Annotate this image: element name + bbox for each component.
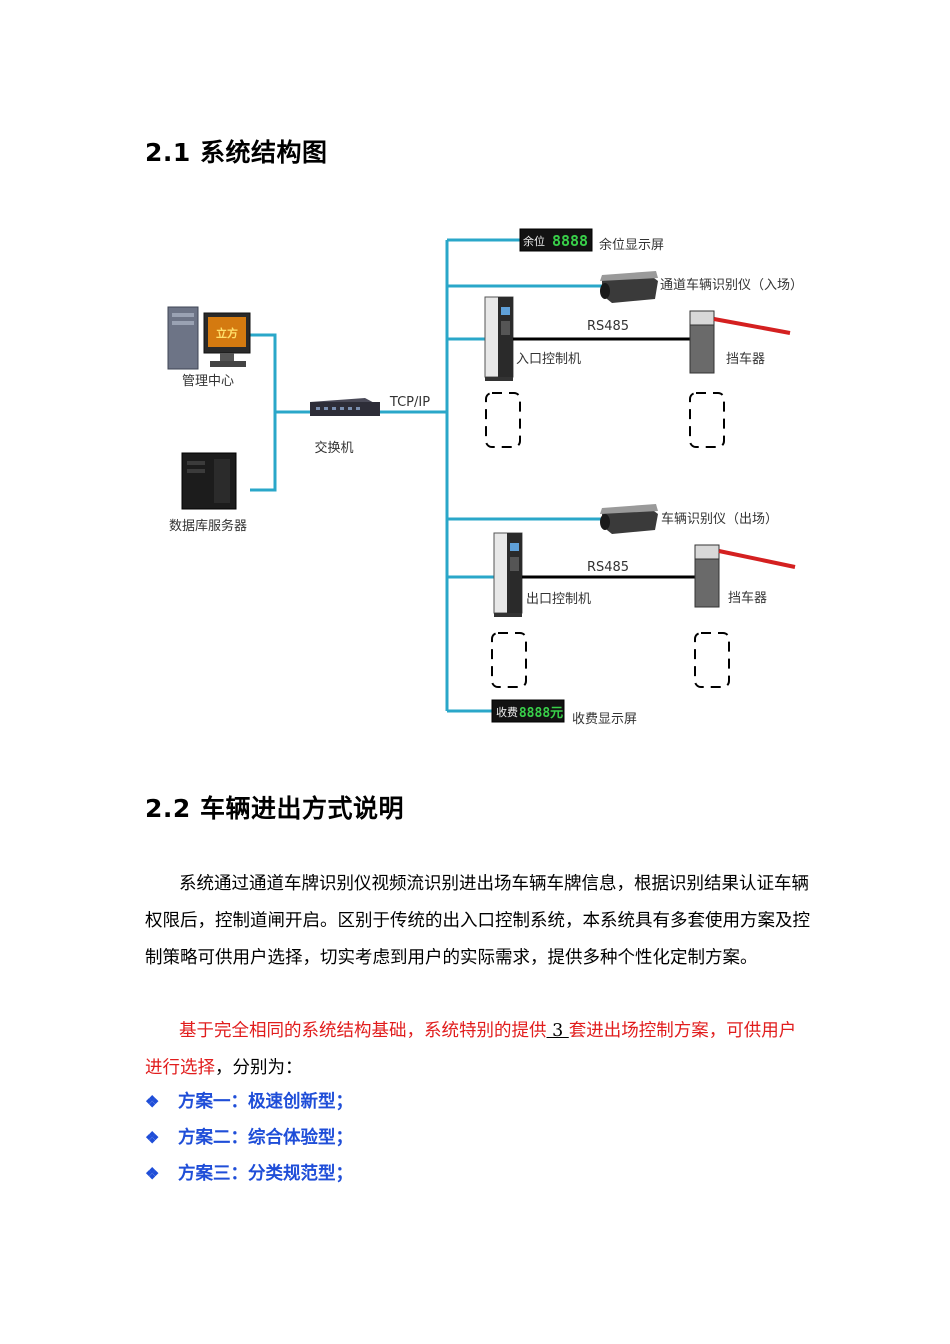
diamond-bullet-icon: ❖	[145, 1128, 160, 1147]
entry-controller-label: 入口控制机	[516, 352, 581, 367]
list-item: ❖ 方案二：综合体验型；	[145, 1120, 353, 1156]
diamond-bullet-icon: ❖	[145, 1164, 160, 1183]
remaining-screen-digits: 8888	[552, 232, 588, 250]
fee-screen-digits: 8888元	[519, 706, 563, 721]
list-item: ❖ 方案三：分类规范型；	[145, 1156, 353, 1192]
remaining-display-label: 余位显示屏	[599, 237, 664, 253]
barrier-in-icon	[689, 310, 791, 374]
options-intro-paragraph: 基于完全相同的系统结构基础，系统特别的提供 3 套进出场控制方案，可供用户进行选…	[145, 1013, 810, 1087]
switch-icon	[310, 398, 380, 416]
barrier-in-loop-detector-icon	[689, 392, 725, 448]
exit-controller-icon	[493, 532, 523, 617]
entry-loop-detector-icon	[485, 392, 521, 448]
exit-loop-detector-icon	[491, 632, 527, 688]
barrier-out-icon	[694, 544, 796, 608]
list-item: ❖ 方案一：极速创新型；	[145, 1084, 353, 1120]
server-bracket-line	[250, 333, 277, 492]
options-list: ❖ 方案一：极速创新型； ❖ 方案二：综合体验型； ❖ 方案三：分类规范型；	[145, 1084, 353, 1192]
monitor-logo-text: 立方	[216, 326, 238, 340]
fee-display-icon: 收费 8888元	[491, 699, 565, 723]
section-heading-2-2: 2.2 车辆进出方式说明	[145, 794, 404, 823]
camera-in-label: 通道车辆识别仪（入场）	[660, 277, 803, 293]
options-intro-part1: 基于完全相同的系统结构基础，系统特别的提供	[179, 1021, 547, 1041]
rs485-in-label: RS485	[587, 319, 629, 334]
options-intro-part3: ，分别为：	[215, 1058, 303, 1078]
section-heading-2-1: 2.1 系统结构图	[145, 138, 328, 167]
description-paragraph: 系统通过通道车牌识别仪视频流识别进出场车辆车牌信息，根据识别结果认证车辆权限后，…	[145, 874, 810, 968]
tcpip-label: TCP/IP	[389, 395, 430, 410]
option-3-text: 方案三：分类规范型；	[178, 1164, 353, 1184]
remaining-display-icon: 余位 8888	[519, 228, 593, 252]
exit-controller-label: 出口控制机	[526, 592, 591, 607]
switch-label: 交换机	[314, 440, 353, 456]
management-center-icon: 立方	[167, 306, 251, 370]
network-lines	[250, 238, 605, 713]
fee-display-label: 收费显示屏	[572, 712, 637, 727]
database-server-label: 数据库服务器	[169, 518, 247, 534]
camera-out-label: 车辆识别仪（出场）	[661, 511, 778, 527]
database-server-icon	[181, 452, 237, 510]
diamond-bullet-icon: ❖	[145, 1092, 160, 1111]
options-count: 3	[546, 1021, 569, 1041]
diagram-svg: 立方 管理中心 数据库服务器	[167, 228, 803, 727]
option-2-text: 方案二：综合体验型；	[178, 1128, 353, 1148]
fee-screen-text: 收费	[496, 705, 518, 719]
options-intro-part2: 套进出场控制方案，可供用户进行选择	[145, 1021, 797, 1078]
camera-in-icon	[600, 271, 658, 303]
barrier-out-loop-detector-icon	[694, 632, 730, 688]
barrier-in-label: 挡车器	[726, 351, 765, 367]
rs485-out-label: RS485	[587, 560, 629, 575]
camera-out-icon	[600, 504, 658, 534]
management-center-label: 管理中心	[182, 374, 234, 389]
system-structure-diagram: 立方 管理中心 数据库服务器	[150, 215, 830, 735]
entry-controller-icon	[484, 296, 514, 381]
barrier-out-label: 挡车器	[728, 590, 767, 606]
option-1-text: 方案一：极速创新型；	[178, 1092, 353, 1112]
remaining-screen-text: 余位	[523, 234, 545, 248]
